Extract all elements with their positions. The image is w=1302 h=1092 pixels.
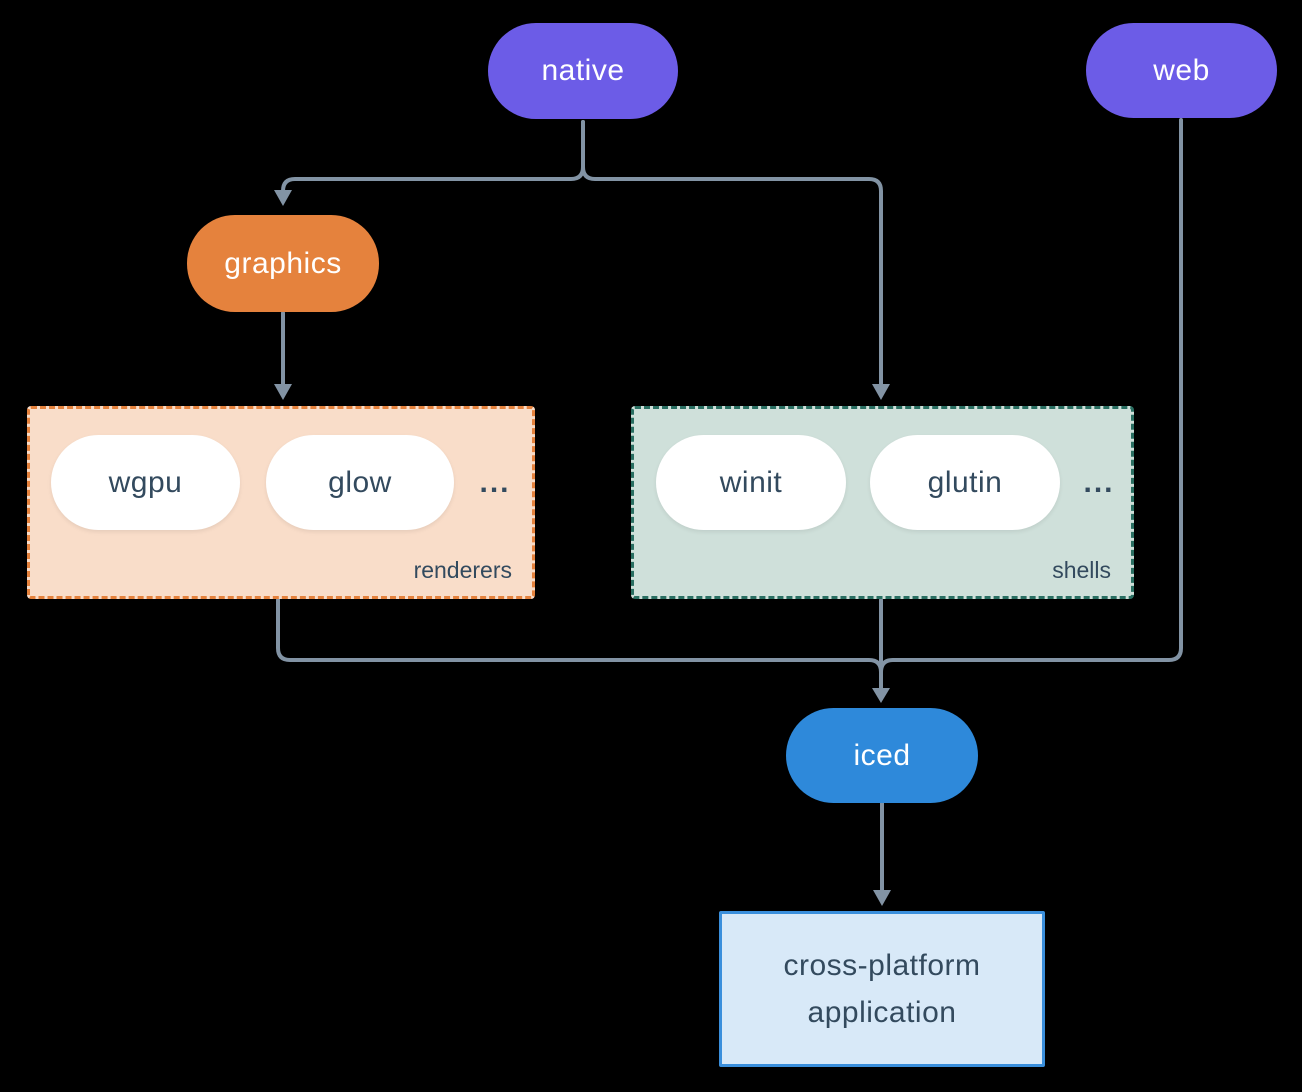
connector-native-to-shells <box>581 120 883 386</box>
node-graphics: graphics <box>187 215 379 312</box>
renderers-ellipsis: ... <box>479 465 511 499</box>
shells-ellipsis: ... <box>1083 465 1115 499</box>
node-winit: winit <box>656 435 846 530</box>
arrowhead-into-graphics <box>274 190 292 206</box>
node-native: native <box>488 23 678 119</box>
group-renderers: wgpu glow ... renderers <box>27 406 535 599</box>
group-shells: winit glutin ... shells <box>631 406 1134 599</box>
node-web: web <box>1086 23 1277 118</box>
arrowhead-into-renderers <box>274 384 292 400</box>
node-glow: glow <box>266 435 454 530</box>
arrowhead-into-iced <box>872 688 890 703</box>
connector-web-to-iced <box>879 118 1183 690</box>
application-label-line1: cross-platform <box>783 949 981 982</box>
node-cross-platform-application: cross-platform application <box>719 911 1045 1067</box>
node-wgpu: wgpu <box>51 435 240 530</box>
node-glutin: glutin <box>870 435 1060 530</box>
arrowhead-into-shells <box>872 384 890 400</box>
shells-label: shells <box>1052 557 1111 583</box>
arrowhead-into-application <box>873 890 891 906</box>
renderers-label: renderers <box>413 557 512 583</box>
node-iced: iced <box>786 708 978 803</box>
connector-renderers-to-iced <box>276 598 883 690</box>
application-label-line2: application <box>807 996 957 1029</box>
connector-native-to-graphics <box>281 120 585 193</box>
